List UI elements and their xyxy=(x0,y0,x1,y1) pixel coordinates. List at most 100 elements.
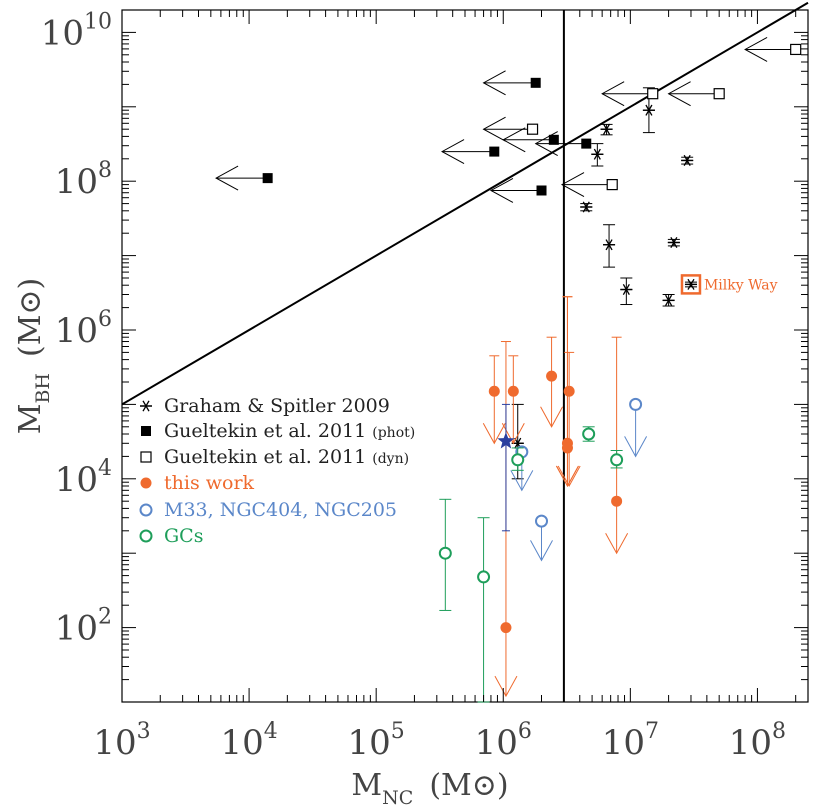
gueltekin-dyn-point xyxy=(647,88,659,100)
asterisk-marker xyxy=(681,154,694,166)
asterisk-marker xyxy=(620,283,633,296)
y-axis-label: MBH (M⊙) xyxy=(13,278,54,435)
legend-tag: (phot) xyxy=(372,425,415,441)
m33-group-point xyxy=(629,397,643,411)
upper-limit-arrow-head xyxy=(530,540,553,562)
series-graham xyxy=(511,87,697,480)
legend-name: M33, NGC404, NGC205 xyxy=(164,499,397,521)
x-axis-label-text: MNC(M⊙) xyxy=(351,768,508,809)
legend-marker xyxy=(140,451,152,463)
gc-point xyxy=(610,453,624,467)
tick-label-base: 10 xyxy=(55,311,98,351)
gueltekin-phot-point xyxy=(548,134,559,145)
legend-name: Graham & Spitler 2009 xyxy=(164,395,390,417)
tick-label-base: 10 xyxy=(220,723,263,763)
x-tick-label: 108 xyxy=(729,719,786,763)
tick-label-exponent: 6 xyxy=(98,307,112,332)
gueltekin-phot-point xyxy=(530,77,541,88)
y-tick-label: 106 xyxy=(55,307,112,351)
upper-limit-arrow-head xyxy=(482,423,506,445)
m33-group-point xyxy=(535,514,549,528)
y-tick-label: 1010 xyxy=(41,9,112,53)
series-gc xyxy=(438,426,624,703)
tick-label-base: 10 xyxy=(55,162,98,202)
y-tick-label: 108 xyxy=(55,158,112,202)
asterisk-marker xyxy=(684,278,697,290)
milky-way-highlight-box xyxy=(680,274,702,295)
upper-limit-arrow-head xyxy=(540,406,564,428)
axis-label-main: M xyxy=(13,404,48,435)
this-work-point xyxy=(611,495,623,507)
gueltekin-dyn-point xyxy=(713,88,725,100)
tick-label-exponent: 6 xyxy=(518,719,532,744)
asterisk-marker xyxy=(603,239,616,251)
gc-point xyxy=(582,427,596,441)
tick-label-exponent: 4 xyxy=(264,719,278,744)
legend-label: this work xyxy=(164,472,255,494)
axis-label-sun: ⊙ xyxy=(472,768,497,803)
y-axis-label-text: MBH (M⊙) xyxy=(13,278,54,435)
asterisk-marker xyxy=(140,400,152,412)
x-tick-label: 105 xyxy=(348,719,405,763)
upper-limit-arrow-head xyxy=(510,470,534,492)
axis-label-sun: ⊙ xyxy=(13,289,48,314)
series-gueltekin-phot xyxy=(215,70,592,203)
legend-label: Gueltekin et al. 2011 (phot) xyxy=(164,420,415,442)
upper-limit-arrow-head xyxy=(482,70,506,96)
x-tick-label: 103 xyxy=(93,719,150,763)
asterisk-marker xyxy=(600,123,613,135)
axis-label-sub: BH xyxy=(32,373,54,404)
legend-marker xyxy=(140,477,152,489)
legend-marker xyxy=(141,426,151,436)
axis-label-unit-close: ) xyxy=(497,768,509,803)
one-to-one-line xyxy=(121,1,809,406)
star-marker xyxy=(497,432,515,449)
legend-label: Gueltekin et al. 2011(dyn) xyxy=(164,446,409,468)
plot-frame xyxy=(121,9,809,703)
axis-label-main: M xyxy=(351,768,382,803)
upper-limit-arrow-head xyxy=(557,465,581,488)
this-work-point xyxy=(500,622,512,634)
upper-limit-arrow-head xyxy=(534,131,558,157)
upper-limit-arrow-head xyxy=(441,139,465,165)
legend-label: GCs xyxy=(164,525,203,547)
legend-tag: (dyn) xyxy=(372,451,409,467)
milky-way-label: Milky Way xyxy=(704,277,778,293)
tick-label-exponent: 4 xyxy=(98,456,112,481)
legend-name: this work xyxy=(164,472,255,494)
axis-label-unit: (M xyxy=(13,315,48,357)
series-gueltekin-dyn xyxy=(482,37,802,198)
tick-label-base: 10 xyxy=(41,13,84,53)
tick-label-base: 10 xyxy=(55,460,98,500)
tick-label-base: 10 xyxy=(348,723,391,763)
legend-name: Gueltekin et al. 2011 xyxy=(164,420,366,442)
upper-limit-arrow-head xyxy=(560,172,585,198)
legend-name: GCs xyxy=(164,525,203,547)
gueltekin-phot-point xyxy=(536,185,547,196)
tick-label-exponent: 7 xyxy=(645,719,659,744)
gueltekin-phot-point xyxy=(581,138,592,149)
gueltekin-dyn-point xyxy=(526,123,539,135)
tick-label-exponent: 8 xyxy=(98,158,112,183)
series-this-work xyxy=(482,296,629,698)
data-marks: Milky Way xyxy=(215,37,802,703)
tick-label-base: 10 xyxy=(55,609,98,649)
upper-limit-arrow-head xyxy=(482,116,506,142)
axis-label-unit: (M xyxy=(429,768,471,803)
legend-marker xyxy=(139,503,153,517)
y-tick-label: 104 xyxy=(55,456,112,500)
upper-limit-arrow-head xyxy=(624,436,648,458)
upper-limit-arrow-head xyxy=(601,81,625,107)
this-work-point xyxy=(561,442,573,454)
reference-lines xyxy=(121,1,809,702)
tick-label-base: 10 xyxy=(93,723,136,763)
asterisk-marker xyxy=(642,104,655,116)
legend-marker xyxy=(139,529,153,543)
upper-limit-arrow-head xyxy=(556,465,579,488)
gc-point xyxy=(438,546,452,560)
gc-point xyxy=(477,570,491,584)
axis-label-unit-close: ) xyxy=(13,278,48,290)
